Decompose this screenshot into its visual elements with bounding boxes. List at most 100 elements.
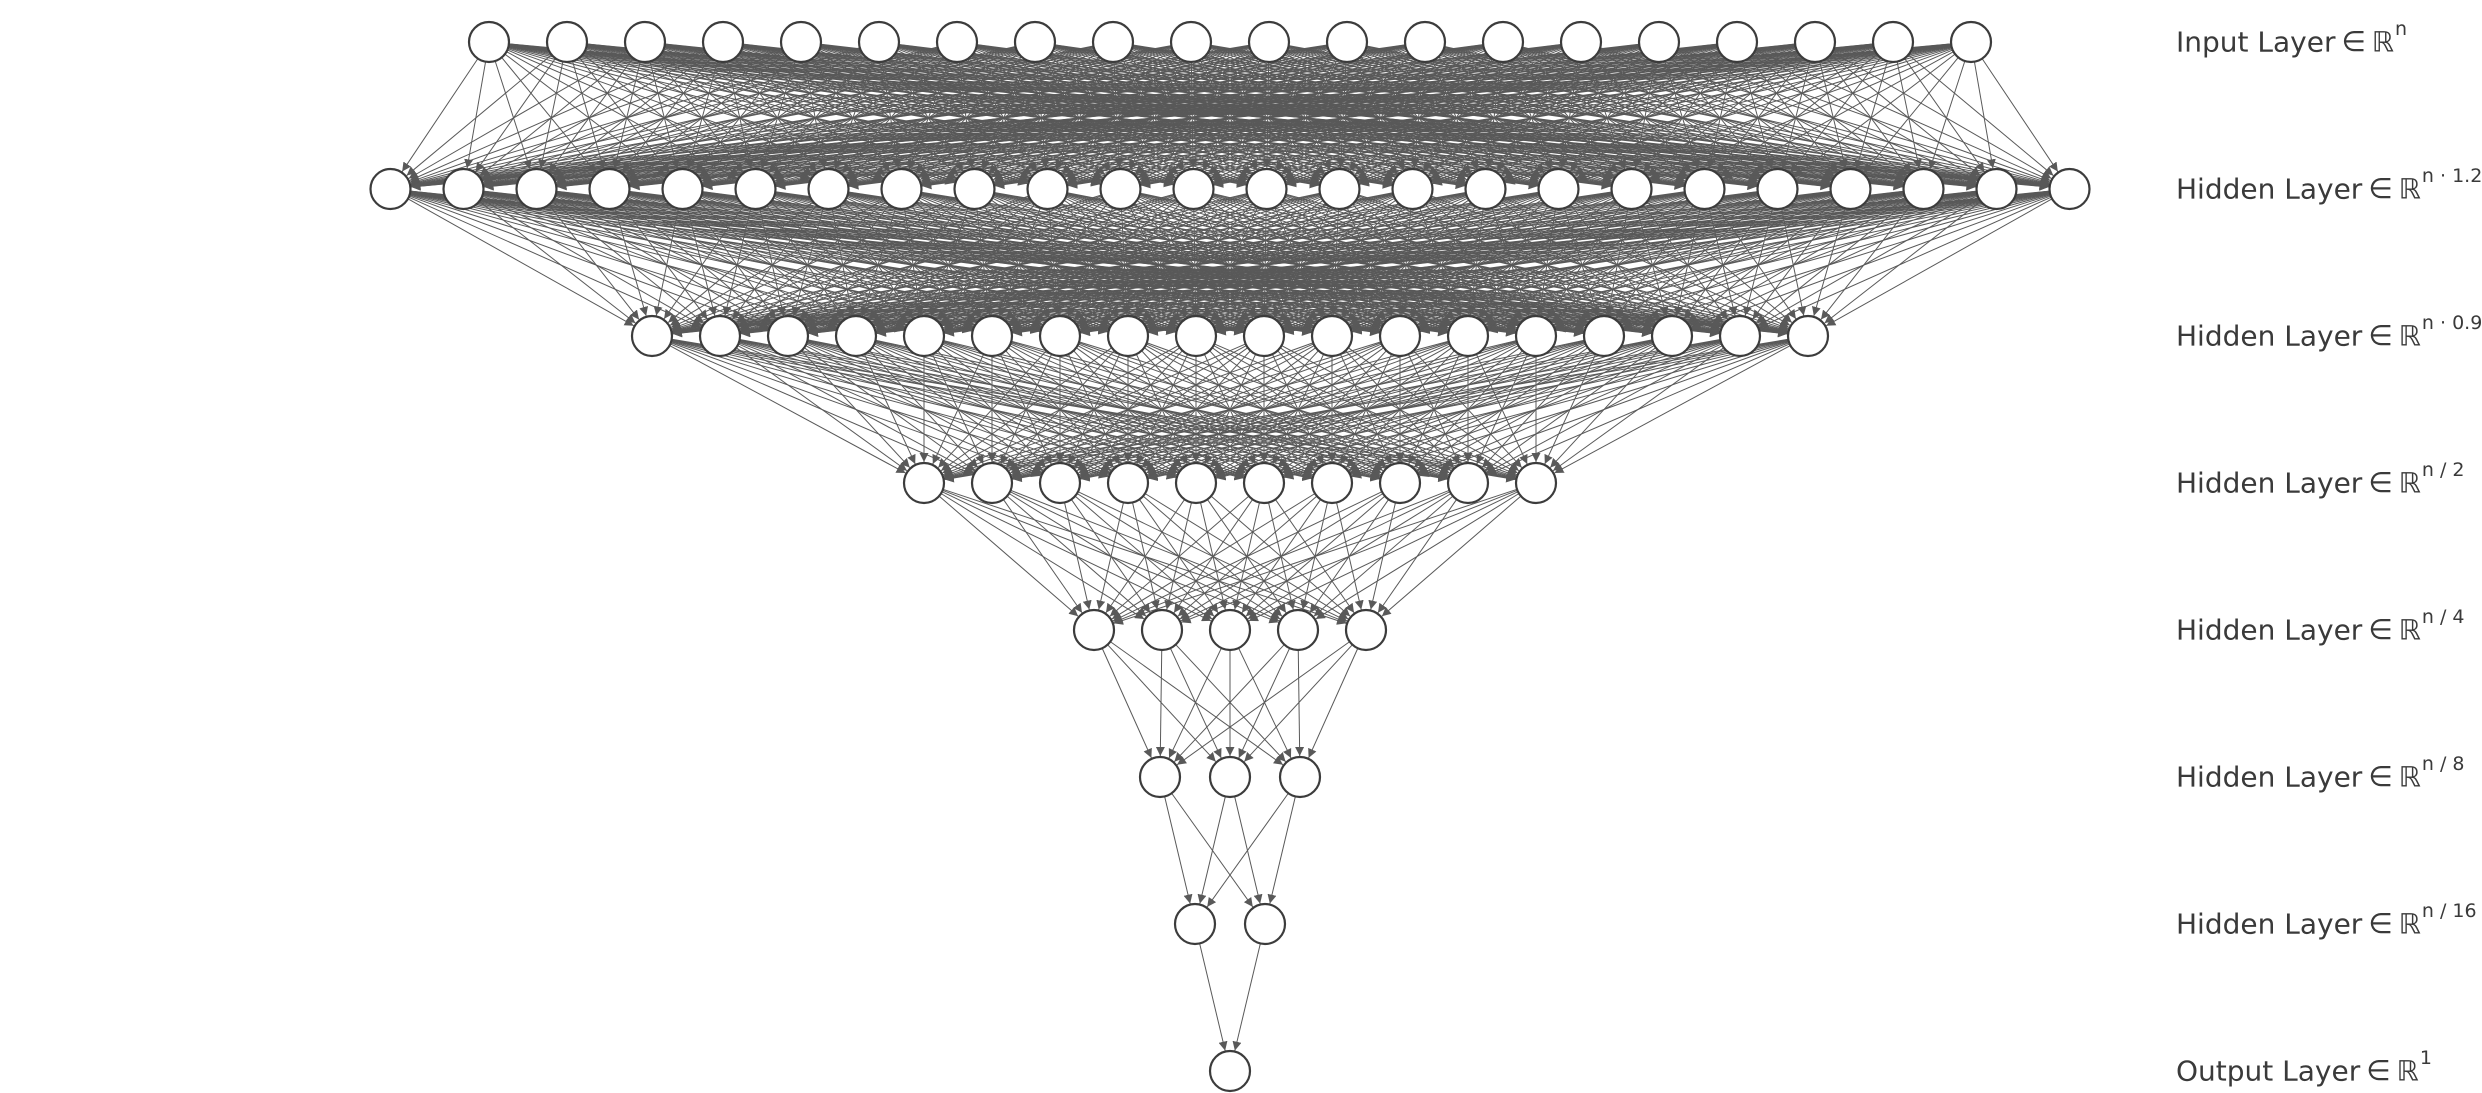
connection-edge <box>1216 191 2050 336</box>
connection-edge <box>482 194 905 332</box>
connection-edge <box>672 190 1831 337</box>
neuron-node-hidden-4 <box>1208 608 1252 652</box>
layer-dimension: n / 8 <box>2421 753 2465 775</box>
connection-edge <box>475 58 556 173</box>
neuron-node-hidden-2 <box>1582 314 1626 358</box>
connection-edge <box>1555 195 1905 330</box>
connection-edge <box>1642 204 1728 320</box>
connection-edge <box>942 345 1179 474</box>
connection-edge <box>1357 196 1653 328</box>
connection-edge <box>1830 54 1981 177</box>
neuron-node-input <box>623 20 667 64</box>
connection-edge <box>770 201 909 323</box>
connection-edge <box>407 198 634 327</box>
neuron-node-hidden-2 <box>766 314 810 358</box>
connection-edge <box>701 194 1176 333</box>
connection-edge <box>1132 44 1976 189</box>
connection-edge <box>943 341 1382 479</box>
connection-edge <box>742 46 1247 186</box>
layer-dimension: n / 16 <box>2421 900 2477 922</box>
real-space-symbol: ℝ <box>2371 25 2395 59</box>
connection-edge <box>671 194 1102 332</box>
connection-edge <box>478 200 636 324</box>
connection-edge <box>922 44 1952 190</box>
connection-edge <box>739 195 1102 330</box>
connection-edge <box>1285 48 1641 183</box>
connection-edge <box>1096 502 1124 610</box>
neuron-node-input <box>1637 20 1681 64</box>
connection-edge <box>1141 44 1952 189</box>
connection-edge <box>938 495 1079 617</box>
connection-edge <box>1410 61 1424 169</box>
connection-edge <box>1175 644 1286 763</box>
connection-edge <box>1863 57 1959 174</box>
connection-edge <box>1308 648 1359 759</box>
neuron-node-hidden-1 <box>1683 167 1726 211</box>
layer-label-hidden-1: Hidden Layer∈ℝn · 1.2 <box>2176 167 2482 206</box>
connection-edge <box>1351 341 1790 479</box>
connection-edge <box>1741 61 1774 169</box>
neuron-node-hidden-3 <box>970 461 1014 505</box>
connection-edge <box>1113 489 1450 624</box>
connection-edge <box>1181 489 1518 624</box>
connection-edge <box>1285 193 1788 333</box>
neuron-node-hidden-3 <box>1242 461 1286 505</box>
connection-edge <box>663 49 956 181</box>
connection-edge <box>672 191 1539 336</box>
connection-edge <box>409 49 705 181</box>
connection-edge <box>801 350 911 468</box>
connection-edge <box>1329 208 1339 316</box>
connection-edge <box>1690 196 1979 328</box>
layer-label-hidden-3: Hidden Layer∈ℝn / 2 <box>2176 461 2465 497</box>
connection-edge <box>1419 195 1760 330</box>
connection-edge <box>971 54 1106 176</box>
connection-edge <box>548 204 640 320</box>
connection-edge <box>1283 195 1614 330</box>
connection-edge <box>625 53 786 177</box>
connection-edge <box>551 201 704 324</box>
connection-edge <box>670 196 957 328</box>
connection-edge <box>538 61 564 169</box>
connection-edge <box>508 44 1319 189</box>
connection-edge <box>1632 61 1656 169</box>
connection-edge <box>1359 46 1952 187</box>
connection-edge <box>1232 943 1261 1051</box>
connection-edge <box>464 61 487 169</box>
connection-edge <box>411 43 1562 190</box>
connection-edge <box>1716 57 1804 173</box>
connection-edge <box>1674 208 1701 316</box>
connection-edge <box>1147 196 1468 329</box>
connection-edge <box>578 57 670 173</box>
connection-edge <box>1355 200 1520 324</box>
connection-edge <box>479 54 630 177</box>
connection-edge <box>800 204 890 320</box>
connection-edge <box>1431 49 1719 181</box>
connection-edge <box>1105 499 1186 614</box>
real-space-symbol: ℝ <box>2398 172 2421 206</box>
layer-name: Hidden Layer <box>2176 319 2363 353</box>
connection-edge <box>804 200 960 324</box>
connection-edge <box>967 58 1037 172</box>
connection-edge <box>1285 52 1469 178</box>
connection-edge <box>1215 194 1613 331</box>
connection-edge <box>1168 647 1222 759</box>
neuron-node-input <box>1481 20 1525 64</box>
connection-edge <box>1109 495 1250 617</box>
connection-edge <box>656 57 744 173</box>
connection-edge <box>993 48 1329 183</box>
neuron-node-hidden-2 <box>1242 314 1286 358</box>
real-space-symbol: ℝ <box>2398 907 2421 941</box>
connection-edge <box>1286 45 1952 188</box>
connection-edge <box>766 205 845 319</box>
neuron-node-hidden-3 <box>1174 461 1218 505</box>
connection-edge <box>808 190 2050 338</box>
connection-edge <box>411 44 1406 190</box>
neuron-node-hidden-2 <box>1310 314 1354 358</box>
neuron-node-hidden-1 <box>442 167 485 211</box>
connection-edge <box>553 198 771 326</box>
connection-edge <box>1812 208 1846 316</box>
connection-edge <box>410 46 938 186</box>
connection-edge <box>1973 61 1996 169</box>
layer-name: Hidden Layer <box>2176 760 2363 794</box>
connection-edge <box>667 201 814 323</box>
